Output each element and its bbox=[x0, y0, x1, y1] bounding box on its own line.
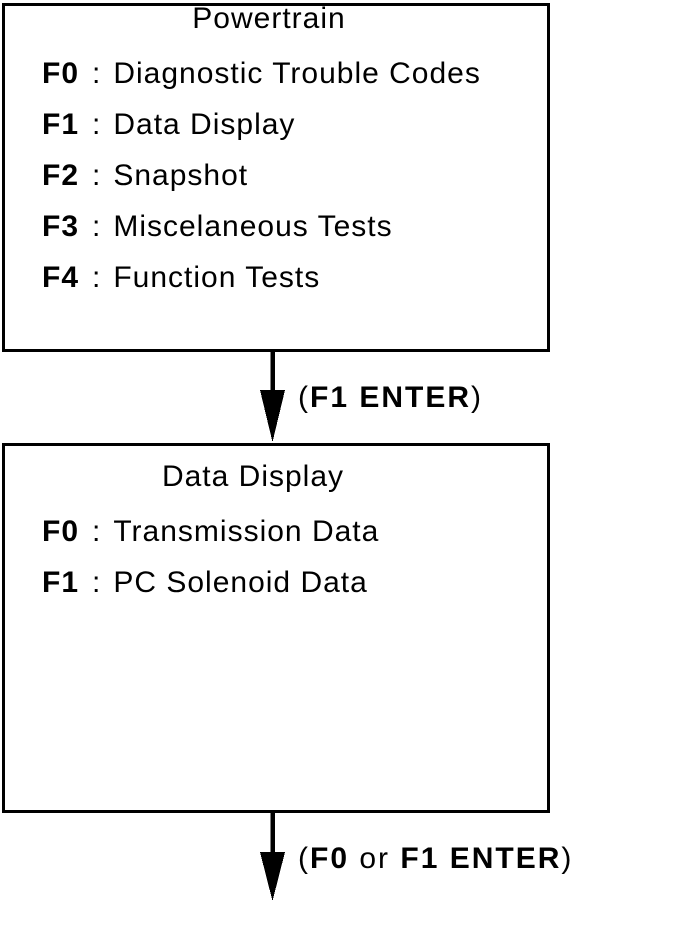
menu-item-f0-transmission-data: F0: Transmission Data bbox=[5, 506, 547, 557]
menu-item-label: Data Display bbox=[113, 108, 296, 141]
label-part: ) bbox=[561, 842, 574, 875]
data-display-menu-items: F0: Transmission Data F1: PC Solenoid Data bbox=[5, 506, 547, 608]
colon-separator: : bbox=[92, 210, 102, 243]
down-arrow-icon bbox=[260, 352, 285, 442]
label-part: or bbox=[349, 842, 401, 875]
down-arrow-icon bbox=[260, 813, 285, 901]
fkey-label: F3 bbox=[42, 210, 80, 243]
label-keypress: F1 ENTER bbox=[400, 842, 562, 875]
fkey-label: F0 bbox=[42, 57, 80, 90]
menu-item-label: Transmission Data bbox=[113, 515, 380, 548]
transition-label-f1-enter: (F1 ENTER) bbox=[298, 381, 483, 415]
transition-label-f0-or-f1-enter: (F0 or F1 ENTER) bbox=[298, 842, 573, 876]
data-display-menu-box: Data Display F0: Transmission Data F1: PC … bbox=[2, 443, 550, 813]
label-keypress: F0 bbox=[310, 842, 350, 875]
menu-item-f4-function-tests: F4: Function Tests bbox=[5, 252, 547, 303]
menu-item-f3-miscelaneous-tests: F3: Miscelaneous Tests bbox=[5, 201, 547, 252]
menu-item-label: Function Tests bbox=[113, 261, 321, 294]
data-display-menu-title: Data Display bbox=[161, 460, 345, 493]
colon-separator: : bbox=[92, 261, 102, 294]
label-part: ( bbox=[298, 842, 310, 875]
menu-item-label: Miscelaneous Tests bbox=[113, 210, 393, 243]
menu-item-f2-snapshot: F2: Snapshot bbox=[5, 150, 547, 201]
menu-item-label: PC Solenoid Data bbox=[113, 566, 368, 599]
colon-separator: : bbox=[92, 566, 102, 599]
powertrain-menu-items: F0: Diagnostic Trouble Codes F1: Data Disp… bbox=[5, 48, 547, 303]
colon-separator: : bbox=[92, 57, 102, 90]
fkey-label: F1 bbox=[42, 108, 80, 141]
menu-item-label: Snapshot bbox=[113, 159, 249, 192]
fkey-label: F1 bbox=[42, 566, 80, 599]
fkey-label: F0 bbox=[42, 515, 80, 548]
colon-separator: : bbox=[92, 159, 102, 192]
menu-item-f1-pc-solenoid-data: F1: PC Solenoid Data bbox=[5, 557, 547, 608]
powertrain-menu-title: Powertrain bbox=[192, 2, 346, 35]
menu-item-f0-diagnostic-trouble-codes: F0: Diagnostic Trouble Codes bbox=[5, 48, 547, 99]
label-keypress: F1 ENTER bbox=[310, 381, 472, 414]
powertrain-menu-box: Powertrain F0: Diagnostic Trouble Codes F… bbox=[2, 2, 550, 352]
label-part: ) bbox=[471, 381, 484, 414]
menu-item-label: Diagnostic Trouble Codes bbox=[113, 57, 481, 90]
colon-separator: : bbox=[92, 108, 102, 141]
fkey-label: F4 bbox=[42, 261, 80, 294]
fkey-label: F2 bbox=[42, 159, 80, 192]
label-part: ( bbox=[298, 381, 310, 414]
colon-separator: : bbox=[92, 515, 102, 548]
menu-item-f1-data-display: F1: Data Display bbox=[5, 99, 547, 150]
